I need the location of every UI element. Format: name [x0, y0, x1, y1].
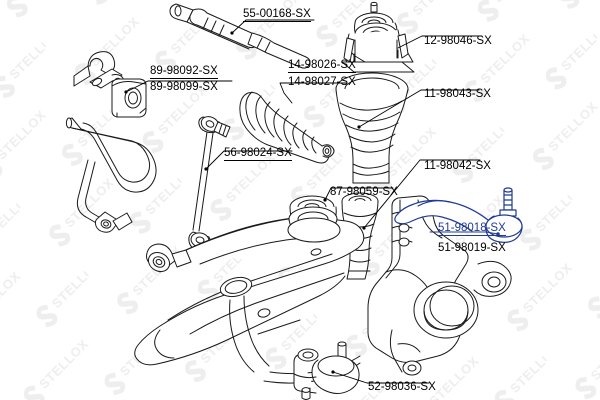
part-control-arm-bush [287, 195, 341, 243]
label-56-98024-sx[interactable]: 56-98024-SX [224, 147, 292, 161]
label-12-98046-sx[interactable]: 12-98046-SX [424, 35, 492, 47]
label-14-98026-sx[interactable]: 14-98026-SX [288, 59, 356, 73]
label-55-00168-sx[interactable]: 55-00168-SX [243, 8, 311, 22]
leader-lines [125, 19, 483, 384]
label-11-98042-sx[interactable]: 11-98042-SX [424, 160, 491, 172]
label-52-98036-sx[interactable]: 52-98036-SX [368, 381, 436, 393]
part-outer-tie-rod-end-highlighted [394, 187, 523, 243]
leader-lines-highlighted [429, 231, 499, 235]
part-lower-control-arm [134, 216, 365, 384]
label-11-98043-sx[interactable]: 11-98043-SX [424, 88, 491, 100]
label-89-98092-sx[interactable]: 89-98092-SX [150, 65, 218, 79]
part-steering-knuckle [367, 195, 512, 376]
label-51-98018-sx[interactable]: 51-98018-SX [438, 222, 506, 236]
part-lower-ball-joint [293, 341, 360, 400]
part-strut-mount [341, 1, 415, 73]
label-14-98027-sx[interactable]: 14-98027-SX [288, 76, 356, 88]
part-strut-dust-boot [335, 72, 409, 184]
part-stabilizer-bushing [111, 78, 147, 118]
part-stabilizer-bar [65, 117, 157, 233]
part-steering-rack-boot [239, 91, 335, 164]
label-51-98019-sx[interactable]: 51-98019-SX [438, 242, 506, 254]
label-87-98059-sx[interactable]: 87-98059-SX [330, 186, 398, 198]
part-inner-tie-rod [169, 3, 311, 69]
label-89-98099-sx[interactable]: 89-98099-SX [150, 81, 218, 93]
